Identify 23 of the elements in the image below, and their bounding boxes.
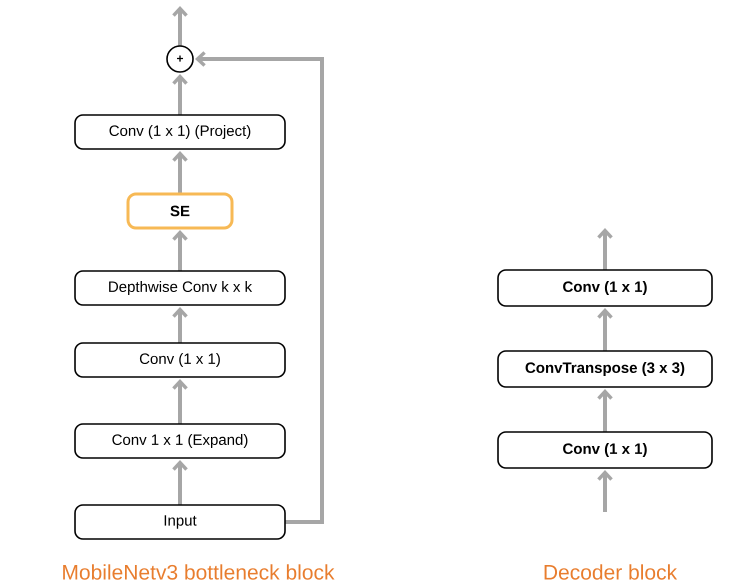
layer-box: Depthwise Conv k x k	[74, 270, 286, 306]
arrow	[172, 460, 188, 505]
layer-box: Conv (1 x 1)	[497, 269, 713, 307]
arrow	[172, 307, 188, 343]
layer-box: Conv 1 x 1 (Expand)	[74, 423, 286, 459]
arrow	[172, 74, 188, 115]
arrow	[195, 51, 324, 524]
layer-box: ConvTranspose (3 x 3)	[497, 350, 713, 388]
layer-box: SE	[126, 192, 234, 230]
arrow	[172, 151, 188, 194]
layer-box: Input	[74, 504, 286, 540]
layer-box: Conv (1 x 1)	[74, 342, 286, 378]
arrow	[597, 228, 613, 270]
arrow	[172, 6, 188, 46]
arrow	[597, 470, 613, 512]
layer-box: Conv (1 x 1) (Project)	[74, 114, 286, 150]
caption: Decoder block	[544, 564, 678, 580]
layer-box: Conv (1 x 1)	[497, 431, 713, 469]
arrow	[597, 389, 613, 432]
arrow	[172, 379, 188, 424]
arrow	[172, 230, 188, 271]
caption: MobileNetv3 bottleneck block	[63, 564, 335, 580]
arrow	[597, 308, 613, 351]
